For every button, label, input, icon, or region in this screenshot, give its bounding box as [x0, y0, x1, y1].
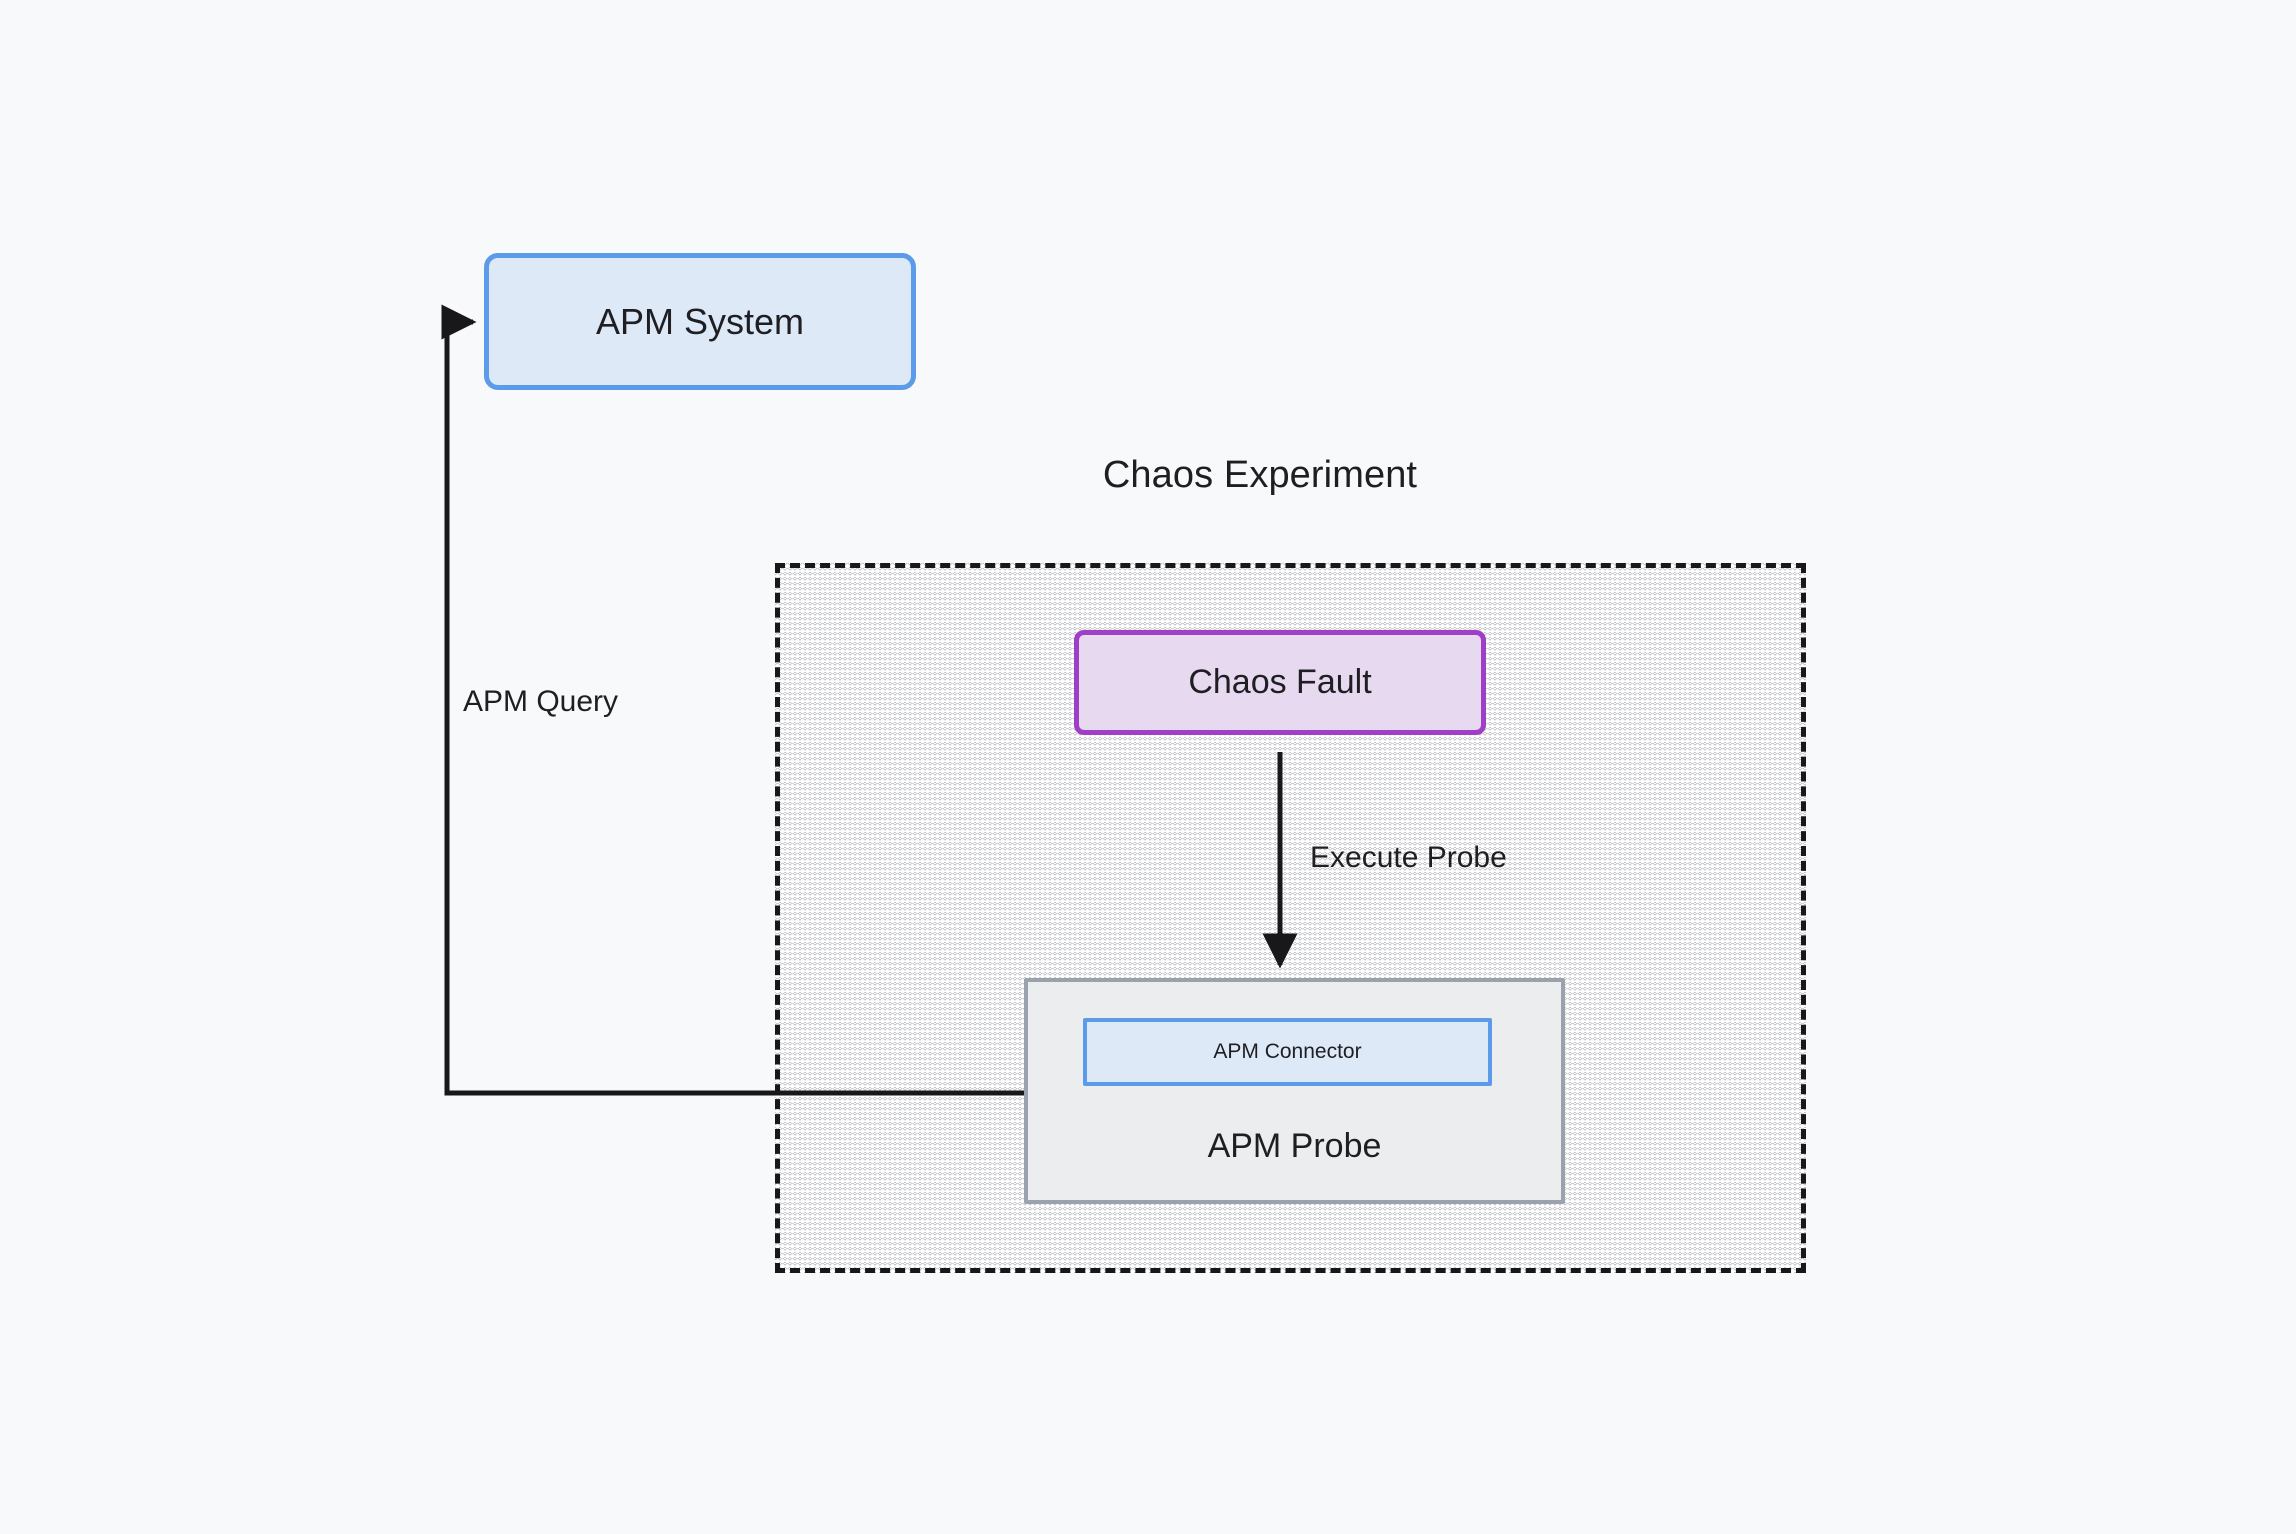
node-apm-system-label: APM System — [595, 300, 805, 342]
node-chaos-fault-label: Chaos Fault — [1188, 663, 1372, 701]
node-apm-connector[interactable]: APM Connector — [1083, 1018, 1492, 1086]
node-apm-connector-label: APM Connector — [1213, 1040, 1362, 1063]
node-apm-probe[interactable]: APM Probe — [1024, 978, 1565, 1204]
group-title-chaos-experiment: Chaos Experiment — [1102, 454, 1418, 496]
edge-label-execute-probe: Execute Probe — [1310, 841, 1507, 874]
node-apm-probe-label: APM Probe — [1207, 1127, 1382, 1165]
edge-label-apm-query: APM Query — [463, 685, 619, 718]
node-chaos-fault[interactable]: Chaos Fault — [1074, 630, 1486, 735]
node-apm-system[interactable]: APM System — [484, 253, 916, 390]
